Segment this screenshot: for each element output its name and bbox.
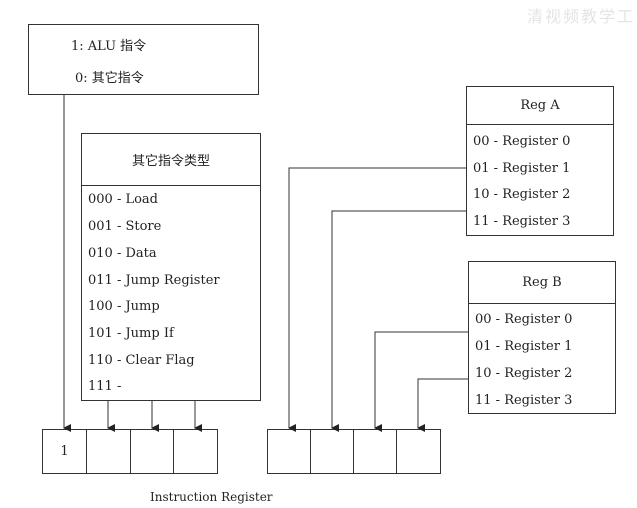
reg-a-item: 00 - Register 0: [473, 134, 571, 149]
other-type-item: 011 - Jump Register: [88, 273, 220, 288]
opcode-box: 1: ALU 指令 0: 其它指令: [28, 24, 259, 95]
reg-b-item: 01 - Register 1: [475, 339, 573, 354]
ir-bit-cell: [353, 429, 397, 474]
ir-bit-cell: [267, 429, 311, 474]
reg-b-arrow: [417, 378, 468, 432]
reg-b-arrow: [374, 331, 468, 432]
reg-a-arrow: [288, 167, 466, 432]
other-type-item: 000 - Load: [88, 192, 159, 207]
other-type-item: 010 - Data: [88, 246, 157, 261]
other-type-item: 110 - Clear Flag: [88, 353, 195, 368]
reg-b-item: 10 - Register 2: [475, 366, 573, 381]
other-type-item: 100 - Jump: [88, 299, 160, 314]
opcode-alu-label: 1: ALU 指令: [71, 39, 147, 54]
reg-b-box: Reg B 00 - Register 0 01 - Register 1 10…: [468, 261, 616, 414]
other-type-item: 101 - Jump If: [88, 326, 174, 341]
other-type-item: 111 -: [88, 379, 122, 394]
reg-a-item: 11 - Register 3: [473, 214, 571, 229]
reg-a-item: 01 - Register 1: [473, 161, 571, 176]
opcode-other-label: 0: 其它指令: [75, 71, 144, 86]
reg-a-arrow: [331, 210, 466, 432]
reg-b-item: 00 - Register 0: [475, 312, 573, 327]
ir-bit-cell: [130, 429, 174, 474]
ir-bit-cell: [173, 429, 218, 474]
reg-b-item: 11 - Register 3: [475, 393, 573, 408]
reg-a-title: Reg A: [467, 87, 613, 125]
reg-b-title: Reg B: [469, 262, 615, 304]
other-instruction-types-title: 其它指令类型: [82, 134, 260, 186]
reg-a-item: 10 - Register 2: [473, 187, 571, 202]
instruction-register-label: Instruction Register: [150, 490, 273, 504]
other-instruction-types-box: 其它指令类型 000 - Load 001 - Store 010 - Data…: [81, 133, 261, 401]
other-type-item: 001 - Store: [88, 219, 162, 234]
ir-bit-cell: [310, 429, 354, 474]
reg-a-box: Reg A 00 - Register 0 01 - Register 1 10…: [466, 86, 614, 236]
watermark: 清视频教学工: [527, 7, 636, 26]
